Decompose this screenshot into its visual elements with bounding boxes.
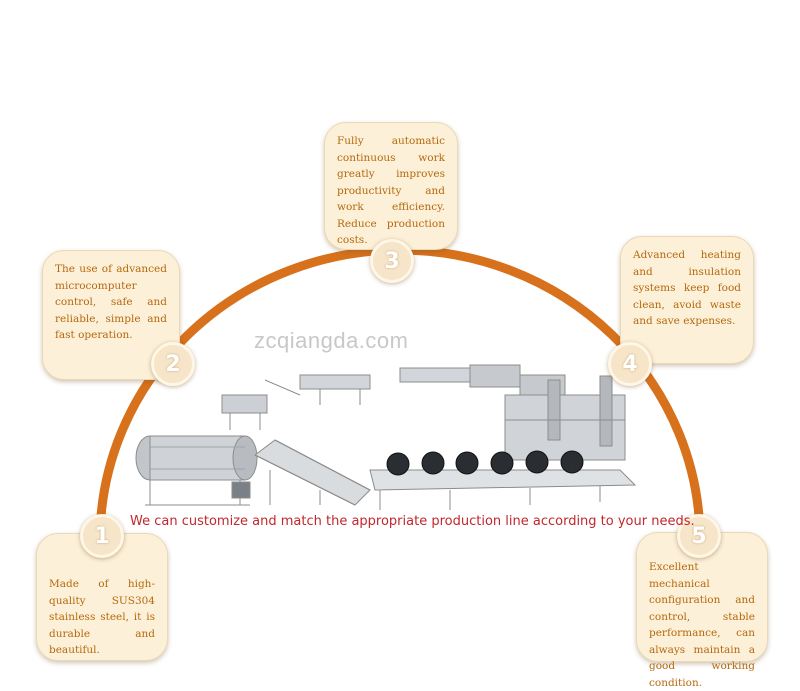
fryer-section	[504, 375, 626, 461]
tagline: We can customize and match the appropria…	[130, 514, 695, 529]
incline-conveyor	[254, 439, 371, 506]
feature-text-2: The use of advanced microcomputer contro…	[55, 263, 167, 341]
step-badge-5: 5	[677, 514, 721, 558]
feature-card-3: Fully automatic continuous work greatly …	[324, 122, 458, 250]
feature-text-3: Fully automatic continuous work greatly …	[337, 135, 445, 246]
feature-card-4: Advanced heating and insulation systems …	[620, 236, 754, 364]
feature-text-5: Excellent mechanical configuration and c…	[649, 561, 755, 689]
step-badge-3: 3	[370, 239, 414, 283]
fan-units	[386, 450, 584, 476]
seasoning-drum	[135, 435, 258, 506]
step-badge-1: 1	[80, 514, 124, 558]
step-badge-2: 2	[151, 342, 195, 386]
feature-text-4: Advanced heating and insulation systems …	[633, 249, 741, 327]
feature-text-1: Made of high-quality SUS304 stainless st…	[49, 578, 155, 656]
cooling-conveyor	[369, 469, 637, 510]
step-badge-4: 4	[608, 342, 652, 386]
watermark: zcqiangda.com	[254, 328, 409, 353]
